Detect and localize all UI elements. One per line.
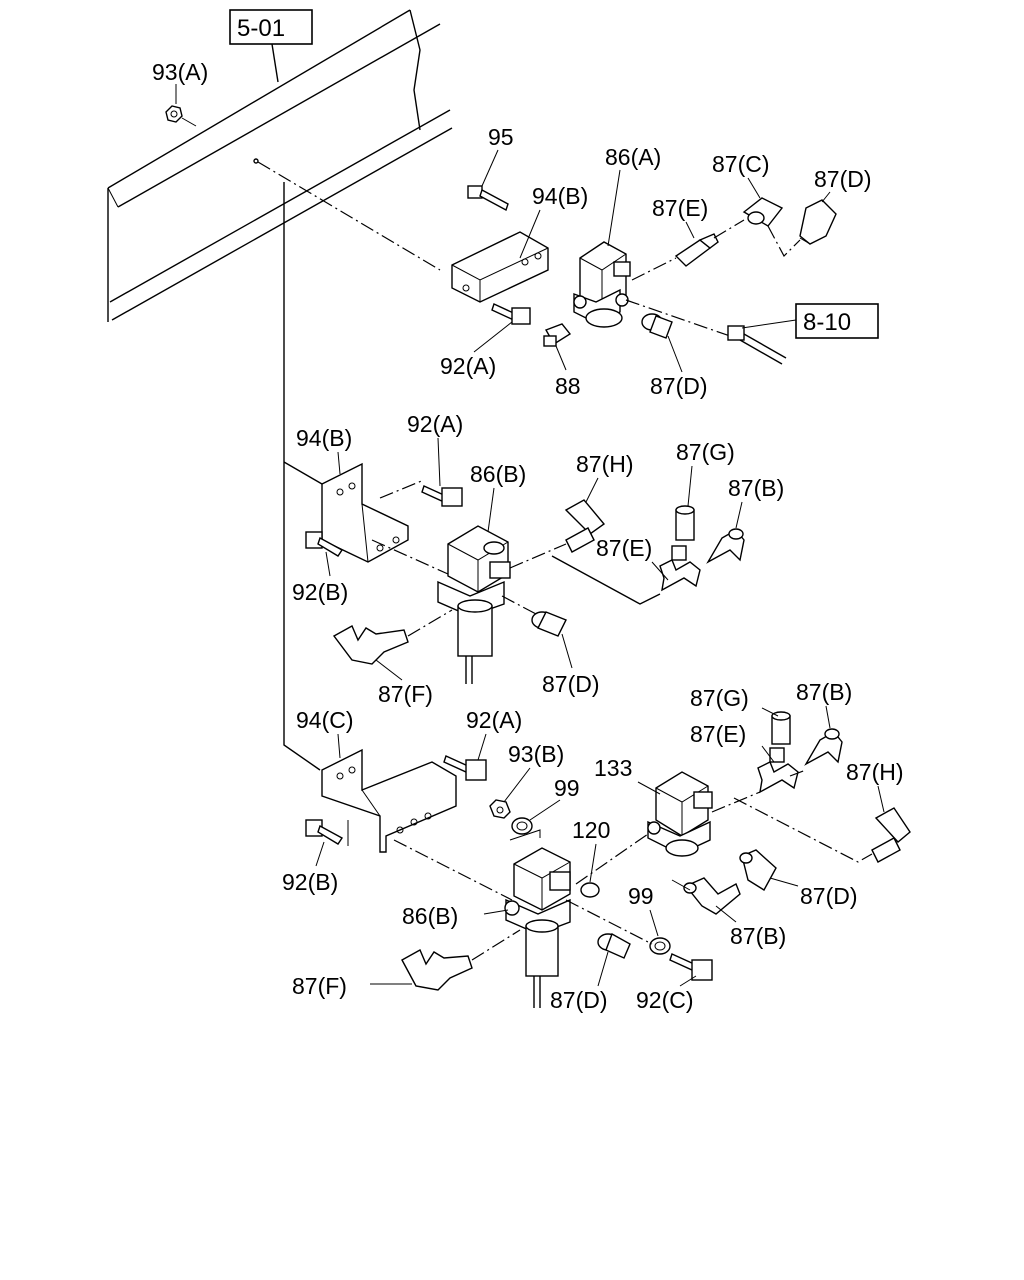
o-ring-120 [580, 882, 600, 898]
fitting-87d-low2 [597, 932, 631, 959]
washer-99-b [649, 937, 671, 955]
bolt-92a-mid [421, 485, 463, 507]
solenoid-valve-86b-low [504, 847, 571, 1008]
nut-93a [165, 105, 197, 127]
tee-fitting-87e-low [757, 747, 799, 794]
fitting-87h-low [871, 807, 911, 863]
fitting-87d-top [799, 199, 837, 245]
bolt-95 [467, 185, 509, 212]
fitting-87b-mid [706, 528, 745, 564]
fitting-87g-low [771, 711, 791, 745]
label-93b: 93(B) [508, 741, 564, 767]
bracket-94b-top [451, 231, 549, 303]
label-99-b: 99 [628, 883, 654, 909]
label-88: 88 [555, 373, 581, 399]
tee-fitting-87e-mid [659, 545, 701, 592]
label-93a: 93(A) [152, 59, 208, 85]
label-92b-low: 92(B) [282, 869, 338, 895]
label-87d-low: 87(D) [800, 883, 858, 909]
fitting-87d-top2 [641, 313, 673, 339]
label-87c: 87(C) [712, 151, 770, 177]
label-94b-mid: 94(B) [296, 425, 352, 451]
bolt-92b-mid [305, 531, 344, 557]
frame-rail [107, 9, 453, 322]
label-87h-mid: 87(H) [576, 451, 634, 477]
bolt-92c [669, 953, 713, 981]
label-87d-mid: 87(D) [542, 671, 600, 697]
elbow-87b-low2 [683, 877, 741, 915]
label-86a: 86(A) [605, 144, 661, 170]
bolt-92b-low [305, 819, 344, 845]
label-87d-top2: 87(D) [650, 373, 708, 399]
label-86b-low: 86(B) [402, 903, 458, 929]
solenoid-valve-86a [573, 241, 631, 328]
elbow-87f-low [401, 949, 473, 991]
fitting-87b-low [804, 728, 843, 766]
fitting-87d-low [739, 849, 777, 891]
reference-5-01: 5-01 [237, 15, 285, 42]
label-92a-mid: 92(A) [407, 411, 463, 437]
label-94c: 94(C) [296, 707, 354, 733]
solenoid-valve-133 [647, 771, 713, 857]
reference-box-5-01: 5-01 [229, 9, 313, 83]
reference-box-8-10: 8-10 [727, 303, 879, 365]
label-87d-low2: 87(D) [550, 987, 608, 1013]
washer-99-a [511, 817, 533, 835]
label-92a-low: 92(A) [466, 707, 522, 733]
label-87b-low2: 87(B) [730, 923, 786, 949]
label-94b-top: 94(B) [532, 183, 588, 209]
label-87e-low: 87(E) [690, 721, 746, 747]
label-87e-mid: 87(E) [596, 535, 652, 561]
label-92c: 92(C) [636, 987, 694, 1013]
label-120: 120 [572, 817, 610, 843]
label-87f-mid: 87(F) [378, 681, 433, 707]
elbow-87f-mid [332, 625, 409, 665]
fitting-87d-mid [531, 611, 567, 637]
label-95: 95 [488, 124, 514, 150]
fitting-87h-mid [564, 499, 606, 553]
solenoid-valve-86b-mid [437, 525, 511, 684]
label-133: 133 [594, 755, 632, 781]
label-86b-mid: 86(B) [470, 461, 526, 487]
bracket-94c [321, 748, 457, 853]
label-87f-low: 87(F) [292, 973, 347, 999]
label-87b-mid: 87(B) [728, 475, 784, 501]
label-87b-low: 87(B) [796, 679, 852, 705]
label-92b-mid: 92(B) [292, 579, 348, 605]
fitting-87e-top [674, 233, 719, 267]
nut-93b [489, 799, 511, 819]
fitting-87g-mid [675, 505, 695, 541]
label-87h-low: 87(H) [846, 759, 904, 785]
label-99-a: 99 [554, 775, 580, 801]
plug-88 [543, 323, 572, 347]
bolt-92a-top [491, 303, 531, 325]
reference-8-10: 8-10 [803, 309, 851, 336]
label-87d-top: 87(D) [814, 166, 872, 192]
label-92a-top: 92(A) [440, 353, 496, 379]
label-87e-top: 87(E) [652, 195, 708, 221]
label-87g-mid: 87(G) [676, 439, 735, 465]
fitting-87c [742, 197, 784, 227]
label-87g-low: 87(G) [690, 685, 749, 711]
bolt-92a-low [443, 755, 487, 781]
